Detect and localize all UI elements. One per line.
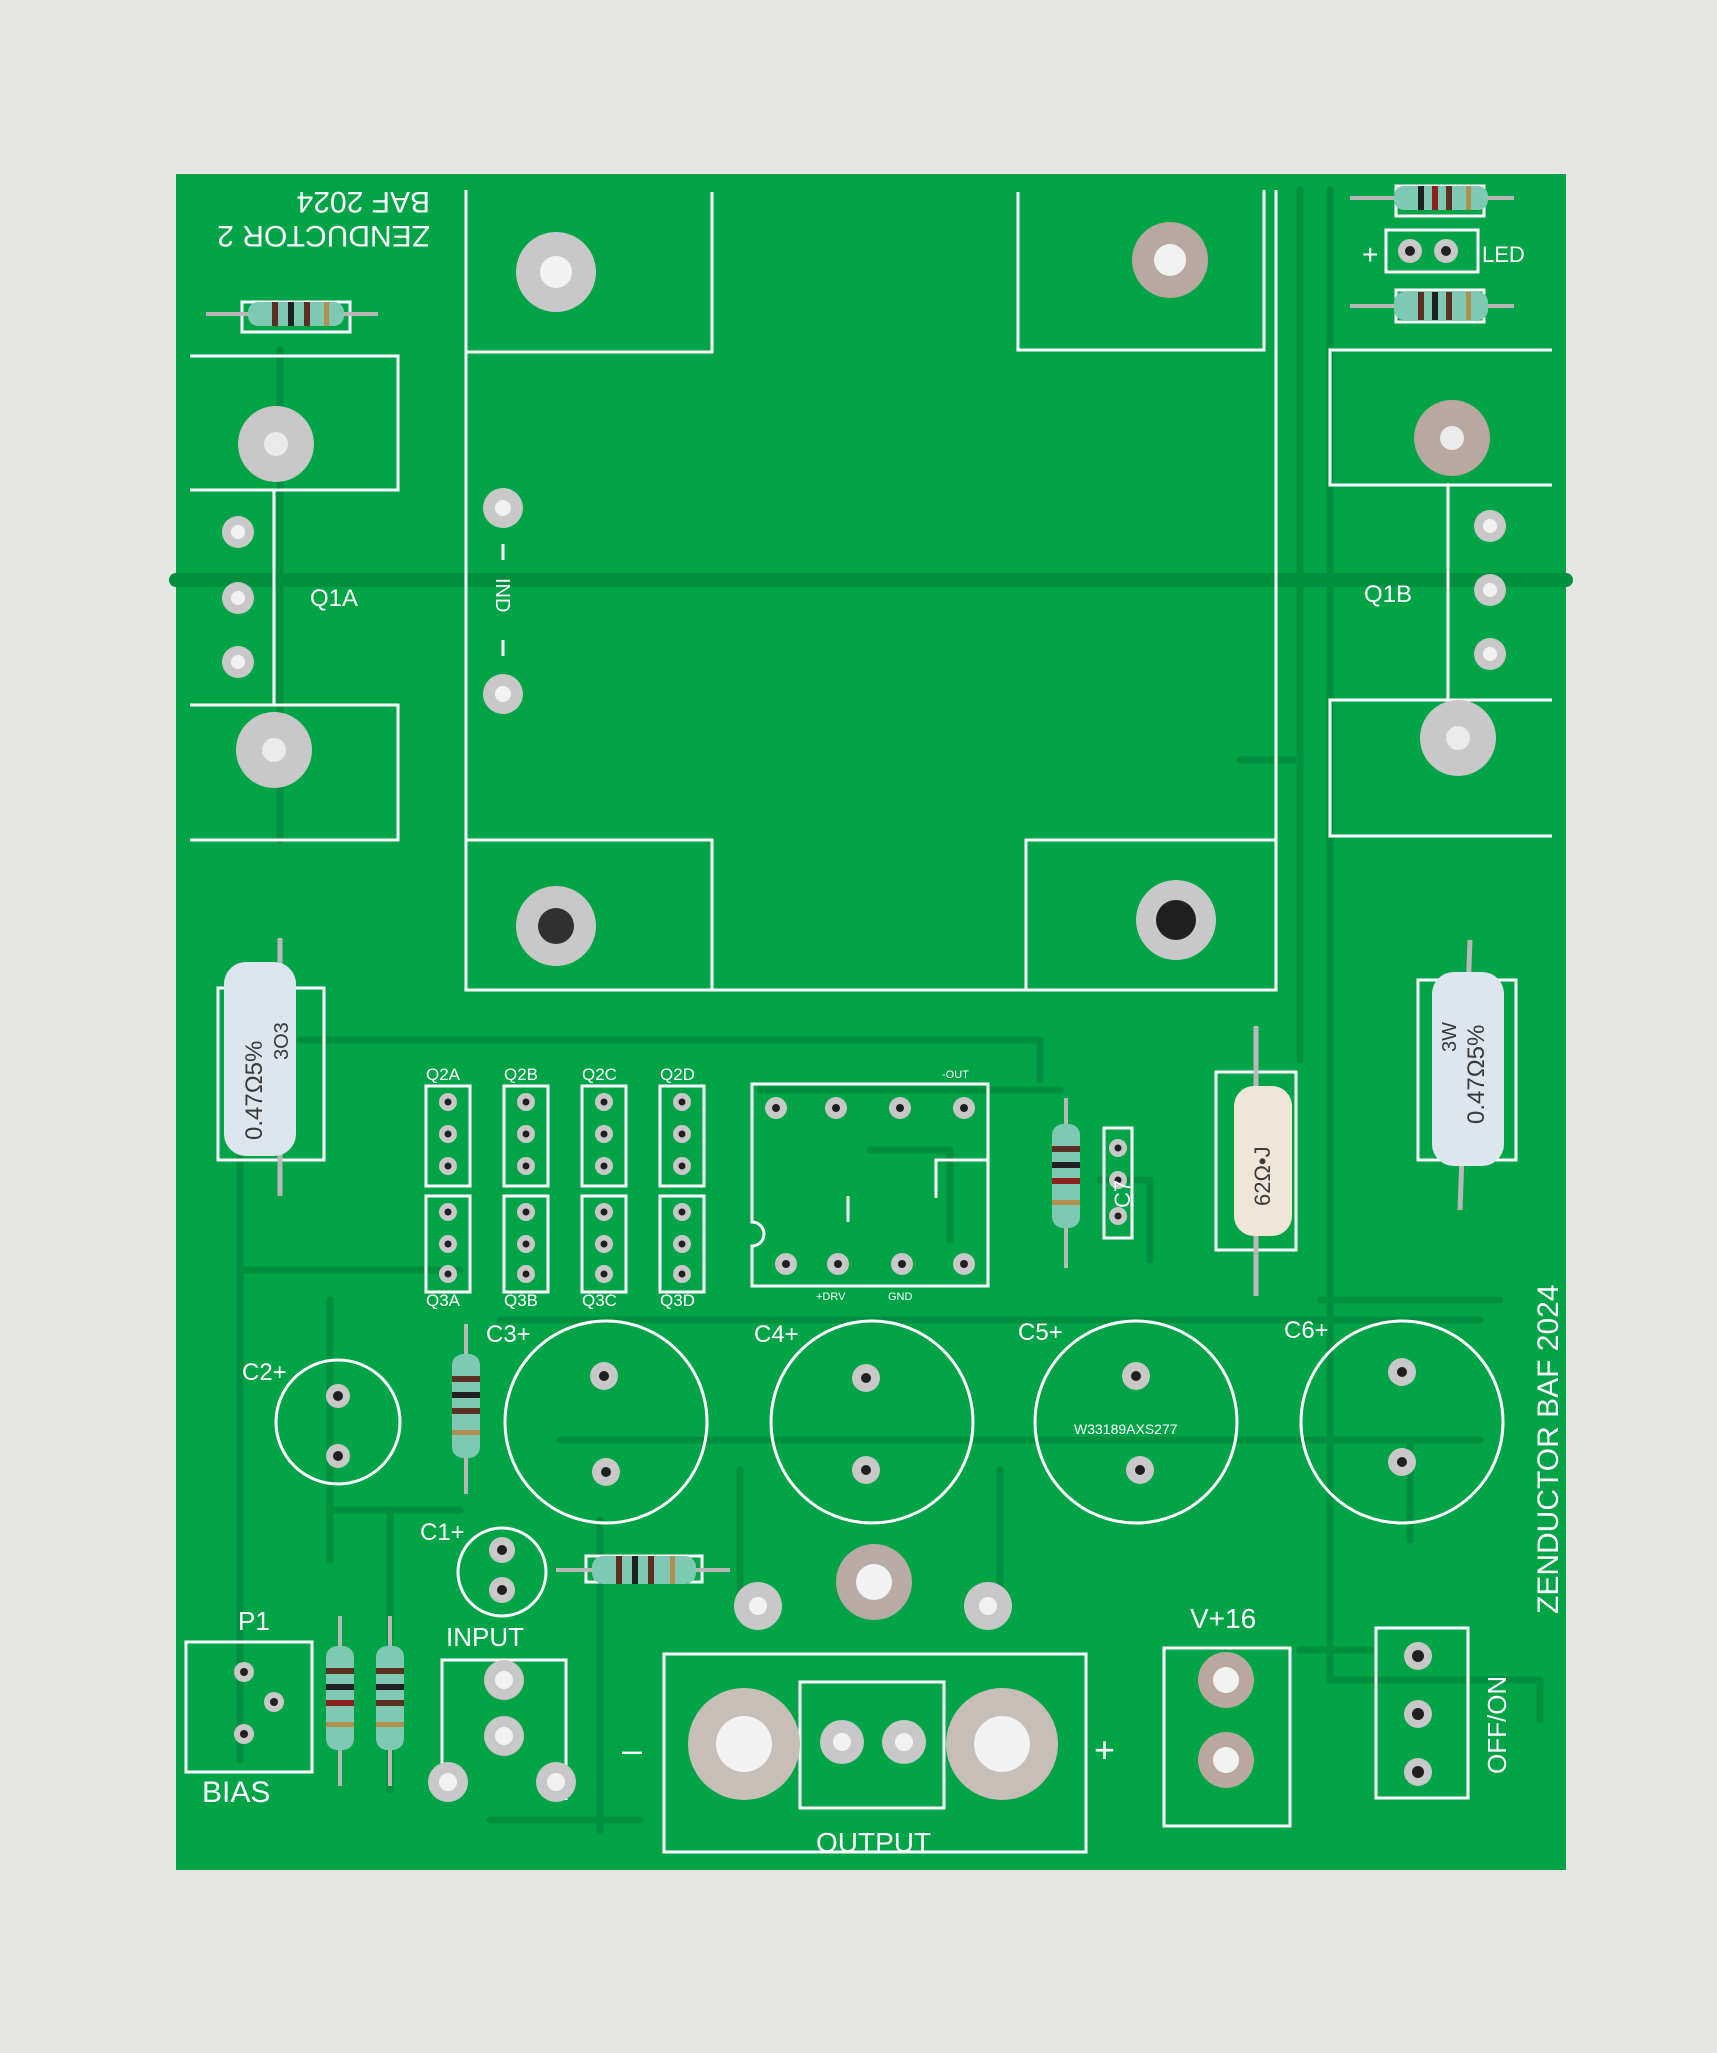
power-resistor-right (1432, 972, 1504, 1166)
side-title: ZENDUCTOR BAF 2024 (1532, 1284, 1565, 1614)
copper-traces (169, 186, 1573, 1834)
power-resistor-left-value: 0.47Ω5% (241, 1041, 268, 1140)
label-q3c: Q3C (582, 1291, 617, 1310)
label-output-minus: – (622, 1729, 642, 1770)
label-c7: C7 (1110, 1180, 1135, 1208)
label-vplus: V+16 (1190, 1603, 1256, 1634)
label-output-plus: + (1094, 1729, 1115, 1770)
label-q2c: Q2C (582, 1065, 617, 1084)
label-ic-drv: +DRV (816, 1291, 846, 1303)
label-q2a: Q2A (426, 1065, 461, 1084)
label-input: INPUT (446, 1622, 524, 1652)
label-ind: IND (491, 578, 513, 612)
label-bias: BIAS (202, 1776, 270, 1809)
label-q3b: Q3B (504, 1291, 538, 1310)
label-c3: C3+ (486, 1321, 531, 1348)
board-title-line2: BAF 2024 (297, 185, 430, 218)
label-ic-gnd: GND (888, 1291, 913, 1303)
pads (222, 222, 1506, 1802)
power-resistor-left-code: 3O3 (271, 1022, 293, 1060)
ceramic-resistor-value: 62Ω•J (1250, 1146, 1275, 1206)
label-c2: C2+ (242, 1359, 287, 1386)
power-resistor-right-watt: 3W (1439, 1022, 1461, 1052)
label-q3a: Q3A (426, 1291, 461, 1310)
label-offon: OFF/ON (1482, 1676, 1512, 1774)
power-resistor-left (224, 962, 296, 1156)
label-output: OUTPUT (816, 1827, 931, 1858)
label-c1: C1+ (420, 1519, 465, 1546)
board-title-line1: ZENDUCTOR 2 (217, 219, 430, 252)
silk-text: ZENDUCTOR 2 BAF 2024 ZENDUCTOR BAF 2024 … (202, 185, 1565, 1858)
resistor-p1-b (376, 1646, 404, 1750)
resistor-bottom-horizontal (592, 1556, 696, 1584)
label-c6: C6+ (1284, 1317, 1329, 1344)
resistor-c7-adjacent (1052, 1124, 1080, 1228)
label-q2b: Q2B (504, 1065, 538, 1084)
label-c5: C5+ (1018, 1319, 1063, 1346)
label-q1a: Q1A (310, 585, 358, 612)
power-resistor-right-value: 0.47Ω5% (1463, 1025, 1490, 1124)
resistor-led-bottom (1394, 292, 1488, 320)
label-led-plus: + (1362, 239, 1378, 270)
label-ic-out: -OUT (942, 1069, 969, 1081)
ceramic-resistor (1234, 1086, 1292, 1236)
label-c4: C4+ (754, 1321, 799, 1348)
resistor-top-left (248, 302, 344, 326)
label-q2d: Q2D (660, 1065, 695, 1084)
label-q3d: Q3D (660, 1291, 695, 1310)
resistor-led-top (1394, 186, 1488, 210)
label-led: LED (1482, 242, 1525, 267)
label-c5-marking: W33189AXS277 (1074, 1421, 1178, 1437)
resistors (206, 186, 1514, 1786)
label-p1: P1 (238, 1606, 270, 1636)
label-q1b: Q1B (1364, 581, 1412, 608)
resistor-p1-a (326, 1646, 354, 1750)
component-markings: 0.47Ω5% 3O3 0.47Ω5% 3W 62Ω•J (241, 1022, 1490, 1206)
resistor-c3-adjacent (452, 1354, 480, 1458)
